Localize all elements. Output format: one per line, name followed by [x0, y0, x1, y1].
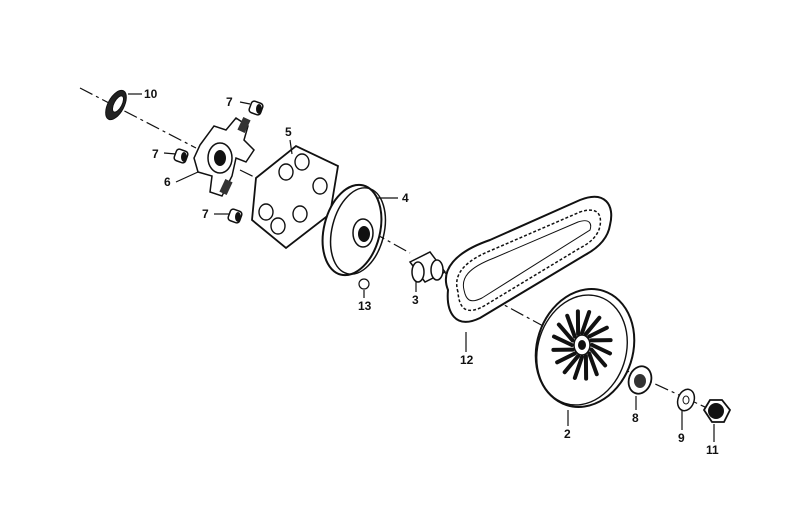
roller-part-7-bottom — [227, 208, 243, 224]
nut-part-11 — [702, 399, 732, 423]
label-12: 12 — [460, 353, 474, 367]
roller-part-7-top — [248, 100, 264, 116]
ramp-plate-part-6 — [193, 116, 255, 197]
label-3: 3 — [412, 293, 419, 307]
label-13: 13 — [358, 299, 372, 313]
fan-vane — [587, 351, 599, 377]
fan-vane — [589, 347, 608, 368]
fan-vane — [583, 315, 602, 336]
circlip-part-13 — [358, 278, 370, 290]
fan-vane — [565, 313, 577, 339]
fan-vane — [580, 310, 592, 335]
roller-part-7-left — [173, 148, 189, 164]
leader-lines — [128, 93, 715, 442]
movable-drive-face-part-4 — [321, 183, 387, 277]
label-7-left: 7 — [152, 147, 159, 161]
washer-part-8 — [627, 365, 653, 395]
label-6: 6 — [164, 175, 171, 189]
fan-vane — [572, 355, 584, 380]
label-2: 2 — [564, 427, 571, 441]
fan-vane — [562, 354, 581, 375]
fan-vane — [551, 334, 574, 347]
label-8: 8 — [632, 411, 639, 425]
label-7-top: 7 — [226, 95, 233, 109]
fan-vane — [590, 343, 613, 356]
drive-face-part-2 — [534, 288, 636, 408]
fan-vane — [587, 325, 609, 339]
seal-part-10 — [105, 89, 127, 121]
drive-belt-part-12 — [444, 195, 613, 323]
fan-vane — [555, 351, 577, 365]
label-9: 9 — [678, 431, 685, 445]
label-11: 11 — [706, 443, 719, 457]
washer-part-9 — [676, 388, 696, 412]
label-4: 4 — [402, 191, 409, 205]
label-5: 5 — [285, 125, 292, 139]
label-7-bottom: 7 — [202, 207, 209, 221]
label-10: 10 — [144, 87, 158, 101]
fan-vane — [556, 322, 575, 343]
bushing-part-3 — [408, 251, 447, 283]
